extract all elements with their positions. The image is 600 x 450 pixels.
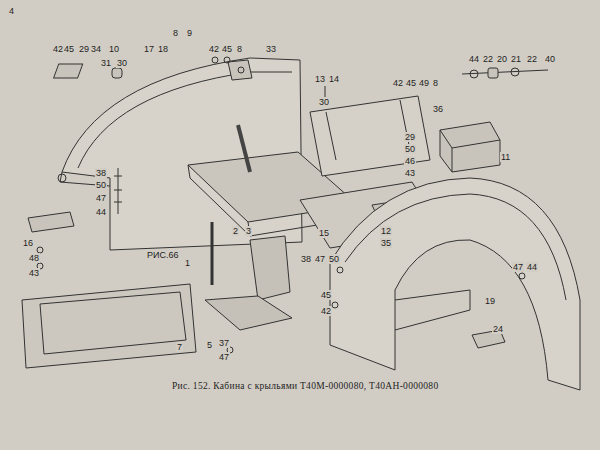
washer xyxy=(224,57,230,63)
callout-number: 30 xyxy=(318,97,330,107)
callout-number: 18 xyxy=(157,44,169,54)
callout-number: 12 xyxy=(380,226,392,236)
callout-number: 40 xyxy=(544,54,556,64)
panel-rib xyxy=(326,100,410,160)
callout-number: 29 xyxy=(404,132,416,142)
figure-caption: Рис. 152. Кабина с крыльями Т40М-0000080… xyxy=(172,381,438,391)
right-fender xyxy=(330,178,580,390)
callout-number: 43 xyxy=(404,168,416,178)
callout-number: 48 xyxy=(28,253,40,263)
callout-number: 45 xyxy=(405,78,417,88)
fender-arc xyxy=(78,72,292,168)
callout-number: 46 xyxy=(404,156,416,166)
callout-number: 44 xyxy=(95,207,107,217)
callout-number: 4 xyxy=(8,6,15,16)
callout-number: 34 xyxy=(90,44,102,54)
callout-number: 50 xyxy=(404,144,416,154)
callout-number: 8 xyxy=(236,44,243,54)
callout-number: 43 xyxy=(28,268,40,278)
box-edge xyxy=(440,130,500,172)
callout-number: 37 xyxy=(218,338,230,348)
washer xyxy=(519,273,525,279)
callout-number: 38 xyxy=(300,254,312,264)
callout-number: 13 xyxy=(314,74,326,84)
hole xyxy=(238,67,244,73)
fastener xyxy=(58,174,66,182)
callout-number: 22 xyxy=(482,54,494,64)
lever xyxy=(238,125,250,172)
callout-number: 11 xyxy=(500,152,511,162)
callout-number: 15 xyxy=(318,228,330,238)
callout-number: 5 xyxy=(206,340,213,350)
callout-number: 14 xyxy=(328,74,340,84)
callout-number: 47 xyxy=(314,254,326,264)
mat-inner xyxy=(40,292,186,354)
callout-number: 44 xyxy=(526,262,538,272)
callout-number: 42 xyxy=(320,306,332,316)
callout-number: 45 xyxy=(320,290,332,300)
callout-number: 42 xyxy=(392,78,404,88)
seat-back xyxy=(250,236,290,300)
bushing xyxy=(488,68,498,78)
fender-arc xyxy=(345,194,566,300)
bolt-stack xyxy=(114,168,122,214)
callout-number: 45 xyxy=(221,44,233,54)
floor-mat xyxy=(22,284,196,368)
callout-number: 50 xyxy=(95,180,107,190)
callout-number: 21 xyxy=(510,54,522,64)
callout-number: 1 xyxy=(184,258,191,268)
washer xyxy=(332,302,338,308)
callout-number: 20 xyxy=(496,54,508,64)
box xyxy=(440,122,500,172)
callout-number: 35 xyxy=(380,238,392,248)
callout-number: 29 xyxy=(78,44,90,54)
callout-number: 30 xyxy=(116,58,128,68)
seat-post xyxy=(211,222,214,285)
callout-number: 17 xyxy=(143,44,155,54)
callout-number: 44 xyxy=(468,54,480,64)
callout-number: 45 xyxy=(63,44,75,54)
callout-number: 16 xyxy=(22,238,34,248)
callout-number: 36 xyxy=(432,104,444,114)
callout-number: 24 xyxy=(492,324,504,334)
callout-number: 19 xyxy=(484,296,496,306)
callout-number: 33 xyxy=(265,44,277,54)
callout-number: 47 xyxy=(95,193,107,203)
rear-panel xyxy=(310,96,430,176)
callout-number: 10 xyxy=(108,44,120,54)
callout-number: 50 xyxy=(328,254,340,264)
callout-number: 9 xyxy=(186,28,193,38)
left-fender xyxy=(62,58,302,250)
bracket xyxy=(54,64,83,78)
callout-number: 22 xyxy=(526,54,538,64)
callout-number: 47 xyxy=(218,352,230,362)
callout-number: РИС.66 xyxy=(146,250,179,260)
callout-number: 8 xyxy=(432,78,439,88)
callout-number: 47 xyxy=(512,262,524,272)
callout-number: 49 xyxy=(418,78,430,88)
washer xyxy=(511,68,519,76)
callout-number: 31 xyxy=(100,58,112,68)
fender-strut xyxy=(395,290,470,330)
callout-number: 3 xyxy=(245,226,252,236)
washer xyxy=(470,70,478,78)
callout-number: 38 xyxy=(95,168,107,178)
callout-number: 42 xyxy=(208,44,220,54)
washer xyxy=(337,267,343,273)
washer xyxy=(212,57,218,63)
callout-number: 8 xyxy=(172,28,179,38)
callout-number: 2 xyxy=(232,226,239,236)
box xyxy=(28,212,74,232)
bushing xyxy=(112,68,122,78)
seat-cushion xyxy=(205,296,292,330)
callout-number: 7 xyxy=(176,342,183,352)
plate xyxy=(228,60,252,80)
